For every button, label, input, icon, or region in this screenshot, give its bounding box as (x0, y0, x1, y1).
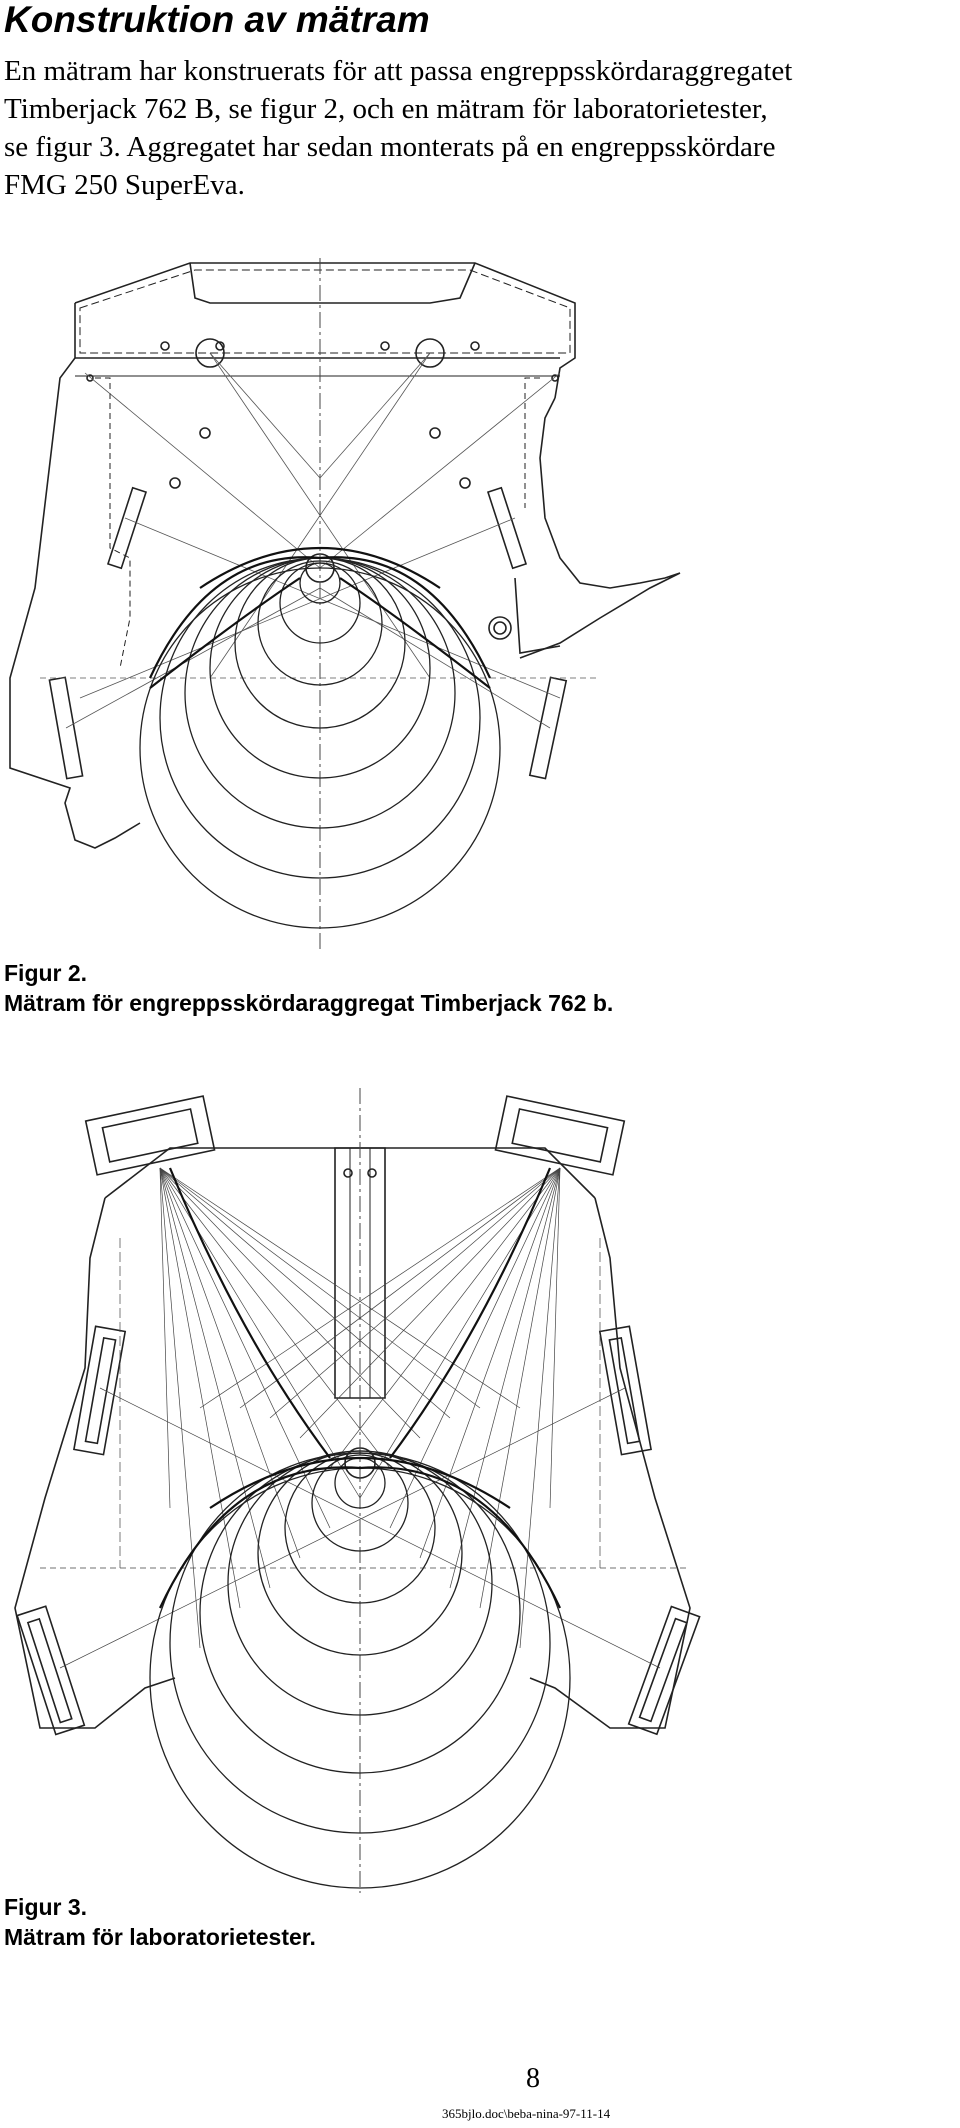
figure-3-label: Figur 3. (4, 1894, 88, 1920)
intro-line-4: FMG 250 SuperEva. (4, 169, 245, 201)
figure-2-caption: Figur 2. Mätram för engreppsskördaraggre… (4, 958, 613, 1018)
figure-3-caption: Figur 3. Mätram för laboratorietester. (4, 1892, 316, 1952)
intro-line-1: En mätram har konstruerats för att passa… (4, 55, 793, 87)
figure-2-caption-text: Mätram för engreppsskördaraggregat Timbe… (4, 990, 614, 1016)
figure-2-drawing (0, 258, 700, 953)
intro-line-2: Timberjack 762 B, se figur 2, och en mät… (4, 93, 768, 125)
figure-3-caption-text: Mätram för laboratorietester. (4, 1924, 316, 1950)
page-title: Konstruktion av mätram (4, 0, 430, 40)
figure-3-drawing (0, 1088, 730, 1893)
figure-2-label: Figur 2. (4, 960, 88, 986)
page-number: 8 (526, 2063, 540, 2094)
intro-paragraph: En mätram har konstruerats för att passa… (4, 52, 954, 204)
intro-line-3: se figur 3. Aggregatet har sedan montera… (4, 131, 776, 163)
document-reference: 365bjlo.doc\beba-nina-97-11-14 (442, 2106, 611, 2121)
